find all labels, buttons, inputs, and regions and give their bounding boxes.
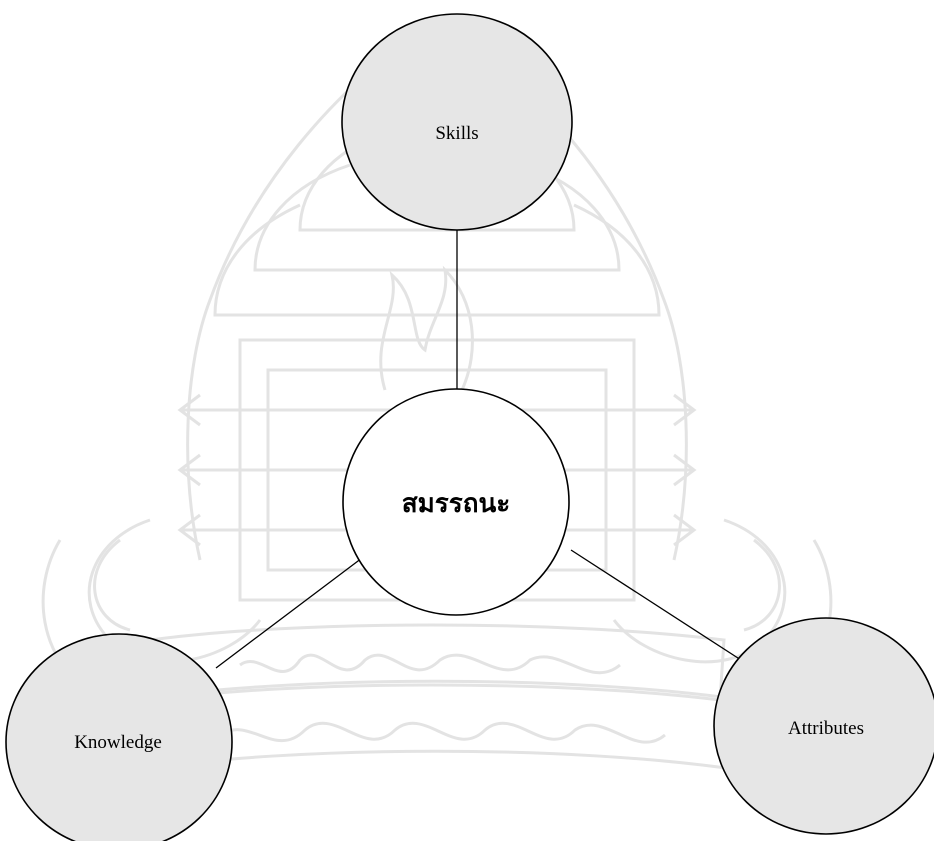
node-attributes-label: Attributes bbox=[788, 718, 864, 739]
node-center-label: สมรรถนะ bbox=[402, 489, 510, 518]
node-center-circle bbox=[342, 388, 570, 616]
node-skills-circle bbox=[341, 13, 573, 231]
node-knowledge-circle bbox=[5, 633, 233, 841]
connector-attributes bbox=[570, 549, 742, 661]
node-skills-label: Skills bbox=[435, 123, 478, 144]
node-attributes: Attributes bbox=[713, 617, 934, 835]
node-attributes-circle bbox=[713, 617, 934, 835]
node-skills: Skills bbox=[341, 13, 573, 231]
node-knowledge: Knowledge bbox=[5, 633, 233, 841]
node-center: สมรรถนะ bbox=[342, 388, 570, 616]
node-knowledge-label: Knowledge bbox=[74, 732, 162, 753]
connector-knowledge bbox=[215, 557, 363, 669]
